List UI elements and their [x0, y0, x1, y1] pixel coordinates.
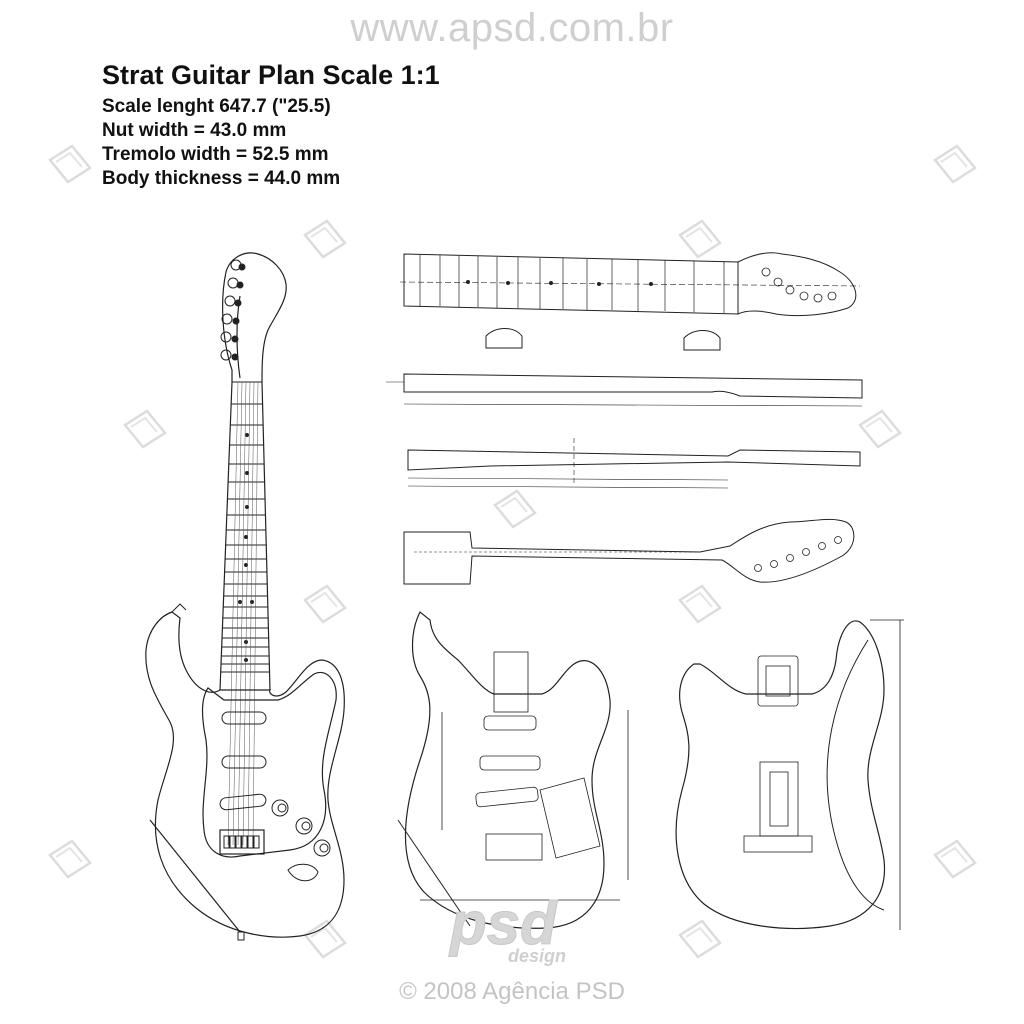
- psd-logo: psd design: [448, 890, 567, 967]
- pickups: [219, 711, 267, 811]
- body-routing-front: [397, 611, 629, 929]
- body-back-view: [675, 619, 904, 930]
- spec-scale-length: Scale lenght 647.7 ("25.5): [102, 96, 331, 117]
- diamond-watermark-icon: [48, 144, 977, 959]
- spec-tremolo-width: Tremolo width = 52.5 mm: [102, 144, 329, 165]
- neck-side-view-2: [407, 438, 861, 489]
- plan-title: Strat Guitar Plan Scale 1:1: [102, 60, 440, 90]
- tuning-pegs: [220, 259, 246, 361]
- neck-profile-sections: [485, 328, 721, 351]
- neck-outline: [219, 381, 271, 691]
- bridge: [219, 829, 265, 855]
- body-outline: [145, 611, 345, 938]
- pickguard-outline: [201, 671, 337, 858]
- spec-nut-width: Nut width = 43.0 mm: [102, 120, 287, 141]
- watermark-url: www.apsd.com.br: [350, 6, 674, 50]
- headstock-outline: [222, 252, 287, 383]
- svg-text:psd: psd: [448, 890, 558, 957]
- copyright-notice: © 2008 Agência PSD: [399, 978, 625, 1005]
- neck-side-view-1: [386, 373, 863, 407]
- front-view-guitar: [145, 252, 345, 941]
- fret-lines: [221, 381, 270, 673]
- knobs: [271, 799, 331, 857]
- neck-top-view: [399, 252, 861, 317]
- strings: [227, 381, 259, 846]
- spec-body-thickness: Body thickness = 44.0 mm: [102, 168, 341, 189]
- neck-angled-view: [403, 518, 855, 585]
- svg-text:design: design: [508, 946, 566, 966]
